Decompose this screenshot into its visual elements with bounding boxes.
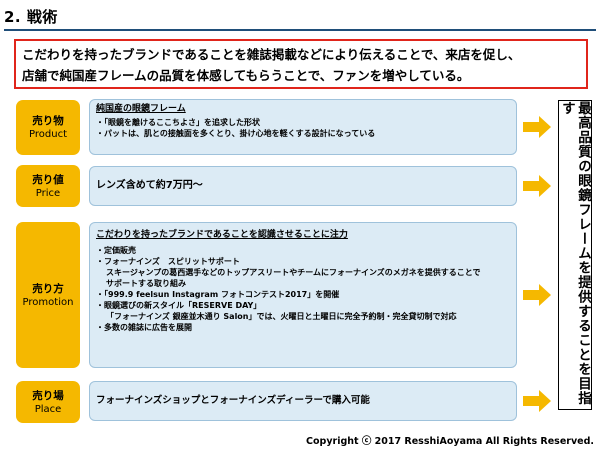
product-arrow-icon [523,116,551,138]
promotion-item: スキージャンプの葛西選手などのトップアスリートやチームにフォーナインズのメガネを… [106,268,481,277]
product-item: ・パットは、肌との接触面を多くとり、掛け心地を軽くする設計になっている [96,129,376,138]
promotion-label: 売り方 Promotion [16,222,80,368]
product-label: 売り物 Product [16,100,80,155]
promotion-item: 「フォーナインズ 銀座並木通り Salon」では、火曜日と土曜日に完全予約制・完… [106,312,457,321]
product-label-jp: 売り物 [32,115,64,127]
goal-box: 最高品質の眼鏡フレームを提供することを目指す [558,100,592,410]
promotion-item: ・眼鏡選びの新スタイル「RESERVE DAY」 [96,301,262,310]
place-text: フォーナインズショップとフォーナインズディーラーで購入可能 [96,395,370,406]
price-arrow-icon [523,175,551,197]
price-label-en: Price [35,187,61,199]
price-label: 売り値 Price [16,165,80,207]
place-label: 売り場 Place [16,381,80,423]
place-label-jp: 売り場 [32,389,64,402]
product-item: ・「眼鏡を離けるここちよさ」を追求した形状 [96,118,260,127]
section-title: 2. 戦術 [4,8,58,26]
promotion-content: こだわりを持ったブランドであることを認識させることに注力 ・定価販売 ・フォーナ… [89,222,517,368]
promotion-item: ・定価販売 [96,246,136,255]
place-content: フォーナインズショップとフォーナインズディーラーで購入可能 [89,381,517,421]
place-arrow-icon [523,390,551,412]
promotion-item: ・「999.9 feelsun Instagram フォトコンテスト2017」を… [96,290,340,299]
product-heading: 純国産の眼鏡フレーム [96,104,186,114]
banner-line-2: 店舗で純国産フレームの品質を体感してもらうことで、ファンを増やしている。 [22,68,470,83]
promotion-heading: こだわりを持ったブランドであることを認識させることに注力 [96,230,348,240]
product-content: 純国産の眼鏡フレーム ・「眼鏡を離けるここちよさ」を追求した形状 ・パットは、肌… [89,99,517,155]
promotion-arrow-icon [523,284,551,306]
banner-line-1: こだわりを持ったブランドであることを雑誌掲載などにより伝えることで、来店を促し、 [22,47,521,62]
price-content: レンズ含めて約7万円～ [89,166,517,206]
place-label-en: Place [34,403,62,415]
promotion-label-en: Promotion [22,296,74,308]
goal-text: 最高品質の眼鏡フレームを提供することを目指す [559,101,591,406]
copyright-notice: Copyright ⓒ 2017 ResshiAoyama All Rights… [306,436,594,447]
promotion-label-jp: 売り方 [32,282,64,295]
product-label-en: Product [29,129,67,140]
summary-banner: こだわりを持ったブランドであることを雑誌掲載などにより伝えることで、来店を促し、… [14,39,588,89]
promotion-item: ・多数の雑誌に広告を展開 [96,323,192,332]
promotion-item: サポートする取り組み [106,279,186,288]
promotion-item: ・フォーナインズ スピリットサポート [96,257,240,266]
price-label-jp: 売り値 [32,173,64,186]
price-text: レンズ含めて約7万円～ [96,180,203,191]
title-divider [4,29,596,31]
